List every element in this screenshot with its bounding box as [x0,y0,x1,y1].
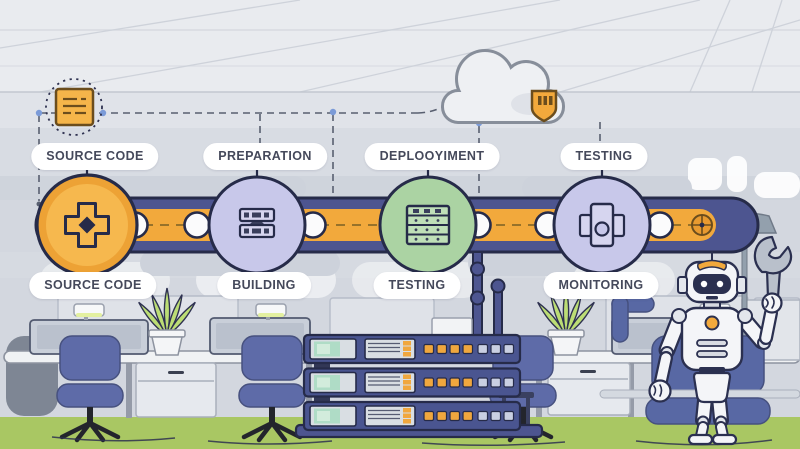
stage-label-bottom-monitoring: MONITORING [543,272,659,299]
shield-icon [530,89,558,123]
station-node-building [207,175,307,275]
server-rack [294,333,544,439]
stage-label-top-testing: TESTING [560,143,648,170]
stage-label-top-source: SOURCE CODE [31,143,159,170]
ceiling [0,0,800,93]
desk-device [431,317,473,337]
server-unit [302,400,522,432]
belt-cables [470,251,506,341]
station-node-testing [378,175,478,275]
plus-module-icon [64,202,110,248]
potted-plant [138,287,196,356]
stage-label-top-deployment: DEPLOOYIMENT [364,143,500,170]
robot [648,235,793,446]
station-node-source [35,173,139,277]
inspector-icon [578,202,626,248]
stage-label-top-preparation: PREPARATION [203,143,327,170]
potted-plant [537,287,595,356]
server-unit [302,333,522,365]
stage-label-bottom-building: BUILDING [217,272,311,299]
wrench-icon [753,235,793,314]
server-unit [302,367,522,398]
desk-cabinet [135,362,631,418]
wall-pipe [611,295,655,343]
stage-label-bottom-source: SOURCE CODE [29,272,157,299]
code-file-icon [45,78,103,136]
stage-label-bottom-testing: TESTING [373,272,461,299]
station-node-monitoring [552,175,652,275]
robot-head [677,259,747,304]
build-boxes-icon [238,207,276,239]
belt-end-roller [691,214,713,236]
server-rack-icon [405,204,451,246]
